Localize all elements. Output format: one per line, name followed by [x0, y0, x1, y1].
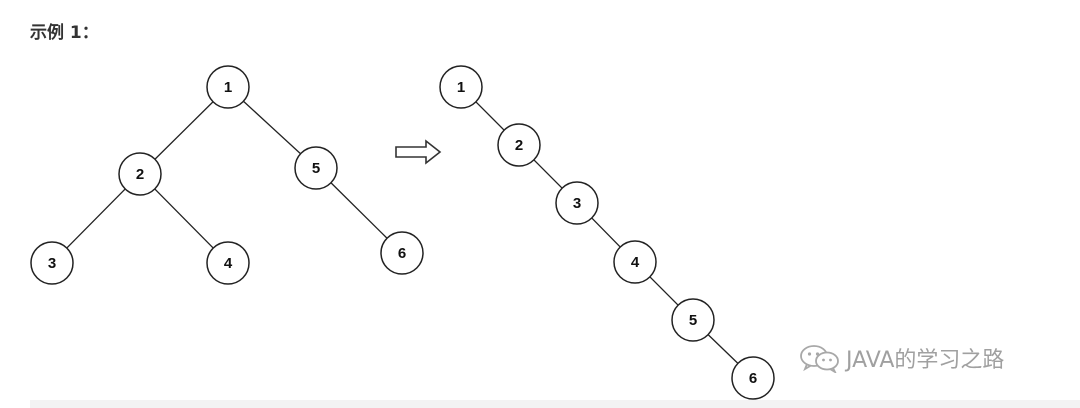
right-chain-node-5: 5 [671, 298, 715, 342]
watermark-text: JAVA的学习之路 [846, 348, 1005, 373]
hollow-right-arrow-icon [395, 139, 442, 165]
right-chain-node-label: 2 [515, 137, 523, 154]
right-chain-node-2: 2 [497, 123, 541, 167]
nodes-layer: 1 2 5 3 4 6 1 2 3 4 5 6 [30, 65, 775, 400]
left-tree-node-circle [294, 146, 338, 190]
right-chain-edge-m2-m3 [533, 159, 563, 189]
code-block-top-edge [30, 400, 1080, 408]
right-chain-node-circle [555, 181, 599, 225]
left-tree-node-label: 6 [398, 245, 406, 262]
right-chain-edge-m5-m6 [707, 334, 739, 364]
left-tree-node-5: 5 [294, 146, 338, 190]
left-tree-node-6: 6 [380, 231, 424, 275]
right-chain-node-circle [613, 240, 657, 284]
watermark: JAVA的学习之路 [798, 342, 1004, 374]
right-chain-node-label: 3 [573, 195, 581, 212]
left-tree-node-circle [118, 152, 162, 196]
left-tree-node-circle [380, 231, 424, 275]
left-tree-node-label: 4 [224, 255, 233, 272]
left-tree-edge-n2-n4 [154, 188, 214, 249]
left-tree-node-2: 2 [118, 152, 162, 196]
left-tree-node-label: 1 [224, 79, 232, 96]
left-tree-node-4: 4 [206, 241, 250, 285]
example-heading: 示例 1： [30, 23, 99, 43]
right-chain-node-1: 1 [439, 65, 483, 109]
right-chain-node-circle [497, 123, 541, 167]
left-tree-node-label: 2 [136, 166, 144, 183]
right-chain-edge-m3-m4 [591, 217, 621, 248]
right-chain-node-label: 6 [749, 370, 757, 387]
right-chain-node-label: 4 [631, 254, 640, 271]
left-tree-node-label: 5 [312, 160, 320, 177]
left-tree-node-3: 3 [30, 241, 74, 285]
right-chain-node-circle [439, 65, 483, 109]
left-tree-edge-n1-n5 [243, 100, 301, 155]
right-chain-node-label: 1 [457, 79, 465, 96]
left-tree-edge-n2-n3 [66, 188, 126, 249]
left-tree-node-label: 3 [48, 255, 56, 272]
wechat-icon [800, 345, 839, 373]
left-tree-node-circle [206, 65, 250, 109]
right-chain-edge-m1-m2 [475, 101, 505, 131]
right-chain-edge-m4-m5 [649, 276, 679, 306]
right-chain-node-3: 3 [555, 181, 599, 225]
right-chain-node-4: 4 [613, 240, 657, 284]
right-chain-node-circle [671, 298, 715, 342]
right-chain-node-label: 5 [689, 312, 697, 329]
left-tree-edge-n5-n6 [330, 182, 388, 239]
left-tree-node-1: 1 [206, 65, 250, 109]
right-chain-node-circle [731, 356, 775, 400]
right-chain-node-6: 6 [731, 356, 775, 400]
left-tree-edge-n1-n2 [154, 101, 214, 160]
left-tree-node-circle [30, 241, 74, 285]
edges-layer [66, 100, 739, 364]
left-tree-node-circle [206, 241, 250, 285]
